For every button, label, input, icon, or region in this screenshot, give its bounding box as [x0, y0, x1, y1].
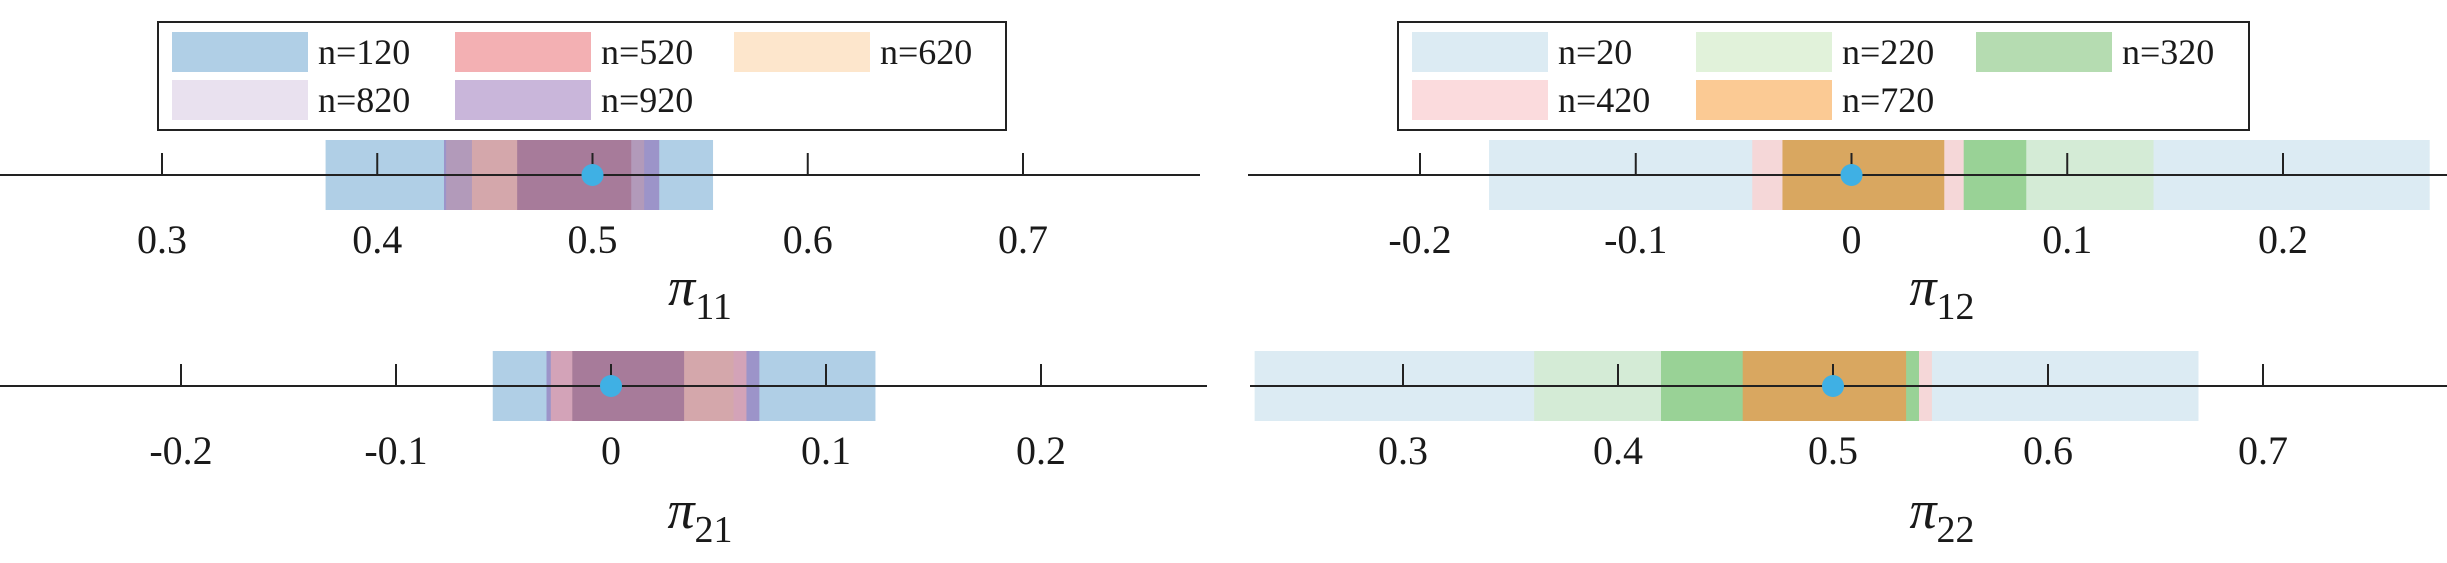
- axis-label: π11: [668, 257, 732, 328]
- legend-label: n=120: [318, 32, 410, 72]
- tick-label: 0.2: [2258, 217, 2308, 262]
- axis-label: π21: [667, 480, 732, 551]
- legend-label: n=620: [880, 32, 972, 72]
- tick-label: -0.1: [1604, 217, 1667, 262]
- tick-label: 0.5: [568, 217, 618, 262]
- axis-label-symbol: π: [1909, 480, 1938, 540]
- tick-label: 0.7: [998, 217, 1048, 262]
- tick-label: 0.4: [1593, 428, 1643, 473]
- axis-label-subscript: 12: [1937, 286, 1975, 328]
- legend-swatch: [1976, 32, 2112, 72]
- legend-label: n=20: [1558, 32, 1632, 72]
- tick-label: 0.1: [801, 428, 851, 473]
- legend-label: n=820: [318, 80, 410, 120]
- tick-label: 0.5: [1808, 428, 1858, 473]
- interval-panel-12: -0.2 -0.1 0 0.1 0.2 π12: [1248, 140, 2447, 328]
- legend-swatch: [1412, 32, 1548, 72]
- axis-label: π12: [1909, 257, 1974, 328]
- tick-label: -0.2: [149, 428, 212, 473]
- interval-panel-21: -0.2 -0.1 0 0.1 0.2 π21: [0, 351, 1207, 551]
- tick-label: -0.2: [1388, 217, 1451, 262]
- interval-panel-11: 0.3 0.4 0.5 0.6 0.7 π11: [0, 140, 1200, 328]
- tick-label: 0: [601, 428, 621, 473]
- legend-swatch: [734, 32, 870, 72]
- legend-swatch: [1696, 32, 1832, 72]
- legend-label: n=220: [1842, 32, 1934, 72]
- tick-label: 0.6: [783, 217, 833, 262]
- legend-1: n=120 n=520 n=620 n=820 n=920: [157, 21, 1007, 131]
- axis-label-subscript: 22: [1937, 509, 1975, 551]
- legend-swatch: [172, 32, 308, 72]
- legend-label: n=320: [2122, 32, 2214, 72]
- tick-label: 0.6: [2023, 428, 2073, 473]
- axis-label-symbol: π: [667, 480, 696, 540]
- tick-label: 0.3: [137, 217, 187, 262]
- tick-label: -0.1: [364, 428, 427, 473]
- legend-label: n=920: [601, 80, 693, 120]
- axis-label-symbol: π: [668, 257, 697, 317]
- point-estimate: [581, 164, 604, 186]
- legend-swatch: [172, 80, 308, 120]
- axis-label-subscript: 21: [695, 509, 733, 551]
- legend-swatch: [455, 80, 591, 120]
- tick-label: 0.7: [2238, 428, 2288, 473]
- tick-label: 0.2: [1016, 428, 1066, 473]
- legend-label: n=720: [1842, 80, 1934, 120]
- interval-panel-22: 0.3 0.4 0.5 0.6 0.7 π22: [1250, 351, 2447, 551]
- tick-label: 0.1: [2042, 217, 2092, 262]
- point-estimate: [1840, 164, 1863, 186]
- tick-label: 0.4: [352, 217, 402, 262]
- legend-swatch: [1696, 80, 1832, 120]
- axis-label: π22: [1909, 480, 1974, 551]
- axis-label-subscript: 11: [695, 286, 732, 328]
- point-estimate: [1822, 375, 1844, 397]
- tick-label: 0: [1842, 217, 1862, 262]
- legend-swatch: [455, 32, 591, 72]
- axis-label-symbol: π: [1909, 257, 1938, 317]
- point-estimate: [600, 375, 622, 397]
- legend-label: n=420: [1558, 80, 1650, 120]
- legend-label: n=520: [601, 32, 693, 72]
- legend-swatch: [1412, 80, 1548, 120]
- legend-2: n=20 n=220 n=320 n=420 n=720: [1397, 21, 2250, 131]
- tick-label: 0.3: [1378, 428, 1428, 473]
